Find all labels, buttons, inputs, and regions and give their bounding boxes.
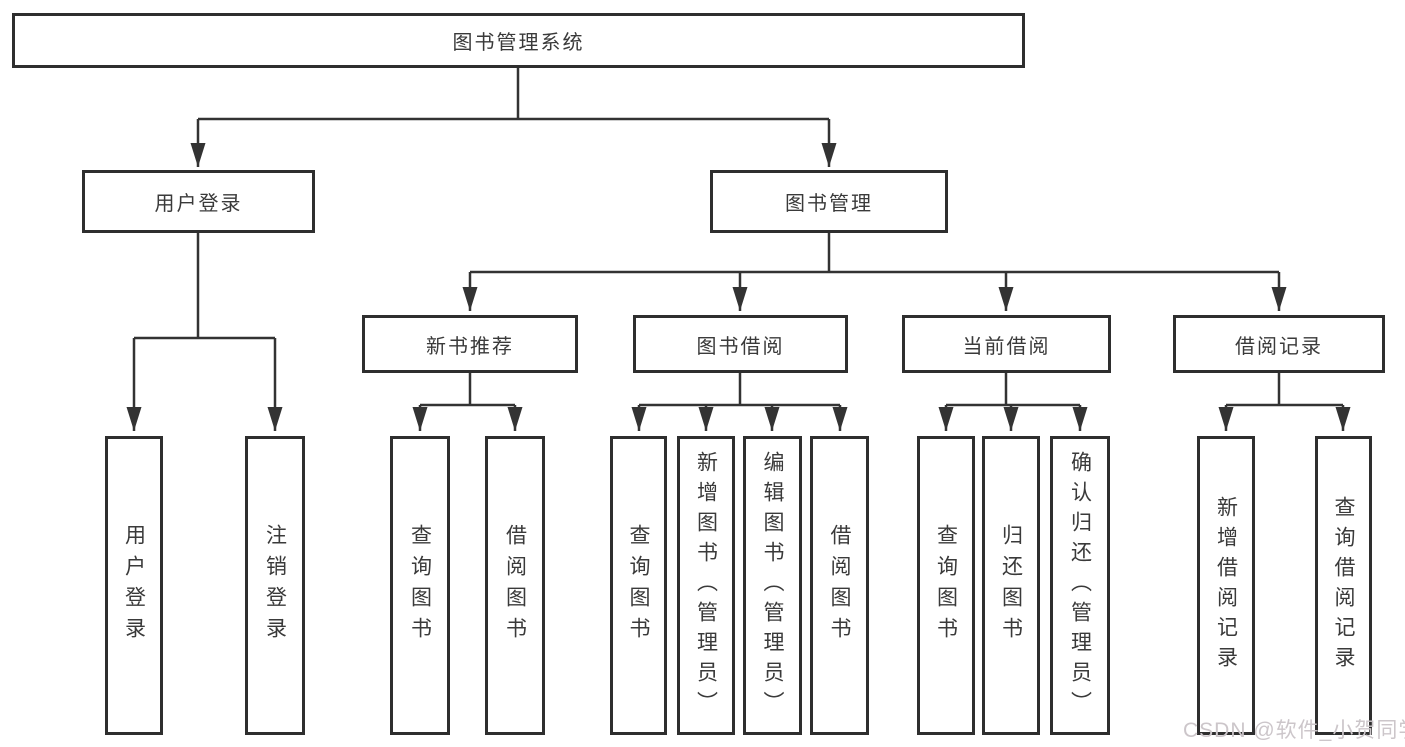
leaf-query-books-recommend: 查询图书 bbox=[390, 436, 450, 735]
leaf-borrow-books-recommend: 借阅图书 bbox=[485, 436, 545, 735]
leaf-add-books-admin-label: 新增图书（管理员） bbox=[694, 450, 718, 721]
node-current-borrow: 当前借阅 bbox=[902, 315, 1111, 373]
leaf-confirm-return-admin: 确认归还（管理员） bbox=[1050, 436, 1110, 735]
node-user-login: 用户登录 bbox=[82, 170, 315, 233]
leaf-query-books-borrow: 查询图书 bbox=[610, 436, 667, 735]
leaf-add-borrow-record: 新增借阅记录 bbox=[1197, 436, 1255, 735]
node-borrow-records: 借阅记录 bbox=[1173, 315, 1385, 373]
node-root-system-label: 图书管理系统 bbox=[452, 32, 585, 54]
leaf-query-books-recommend-label: 查询图书 bbox=[408, 523, 432, 648]
node-book-management-label: 图书管理 bbox=[785, 193, 873, 215]
node-new-book-recommend-label: 新书推荐 bbox=[426, 335, 514, 358]
watermark-csdn: CSDN @软件_小贺同学 bbox=[1183, 719, 1405, 742]
leaf-edit-books-admin-label: 编辑图书（管理员） bbox=[761, 450, 784, 721]
node-user-login-label: 用户登录 bbox=[154, 193, 243, 215]
node-root-system: 图书管理系统 bbox=[12, 13, 1025, 68]
leaf-user-login-label: 用户登录 bbox=[122, 523, 146, 648]
leaf-query-borrow-record: 查询借阅记录 bbox=[1315, 436, 1372, 735]
node-book-borrow: 图书借阅 bbox=[633, 315, 848, 373]
node-new-book-recommend: 新书推荐 bbox=[362, 315, 578, 373]
leaf-add-borrow-record-label: 新增借阅记录 bbox=[1214, 495, 1238, 676]
leaf-return-books-label: 归还图书 bbox=[999, 523, 1023, 648]
leaf-query-books-current: 查询图书 bbox=[917, 436, 975, 735]
leaf-borrow-books: 借阅图书 bbox=[810, 436, 869, 735]
leaf-query-books-current-label: 查询图书 bbox=[934, 523, 958, 648]
leaf-borrow-books-recommend-label: 借阅图书 bbox=[503, 523, 527, 648]
leaf-logout: 注销登录 bbox=[245, 436, 305, 735]
node-borrow-records-label: 借阅记录 bbox=[1235, 335, 1323, 358]
leaf-user-login: 用户登录 bbox=[105, 436, 163, 735]
leaf-add-books-admin: 新增图书（管理员） bbox=[677, 436, 735, 735]
node-book-borrow-label: 图书借阅 bbox=[696, 335, 785, 358]
leaf-borrow-books-label: 借阅图书 bbox=[828, 523, 851, 648]
leaf-edit-books-admin: 编辑图书（管理员） bbox=[743, 436, 802, 735]
node-current-borrow-label: 当前借阅 bbox=[962, 335, 1051, 358]
leaf-query-borrow-record-label: 查询借阅记录 bbox=[1332, 495, 1355, 676]
node-book-management: 图书管理 bbox=[710, 170, 948, 233]
leaf-query-books-borrow-label: 查询图书 bbox=[627, 523, 650, 648]
leaf-confirm-return-admin-label: 确认归还（管理员） bbox=[1068, 450, 1092, 721]
leaf-logout-label: 注销登录 bbox=[263, 523, 287, 648]
leaf-return-books: 归还图书 bbox=[982, 436, 1040, 735]
